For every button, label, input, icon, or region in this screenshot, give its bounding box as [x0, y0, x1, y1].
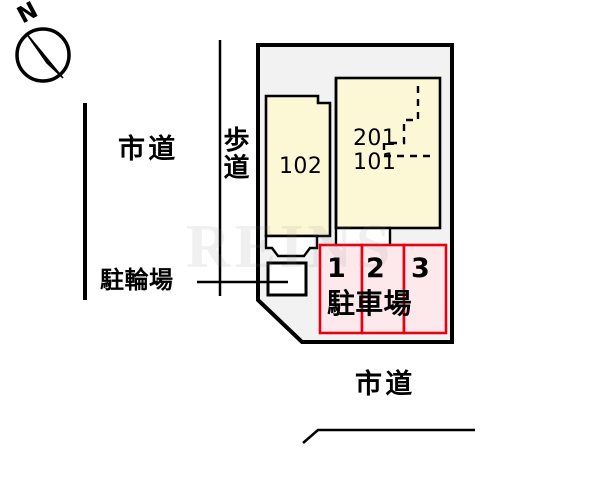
bicycle-parking-box-shape: [266, 261, 308, 297]
south-road-edge-line: [302, 428, 475, 444]
building-unit-101-201-shape: [334, 76, 442, 230]
parking-stall-label-1: 1: [327, 253, 347, 284]
parking-stall-3-shape: [402, 243, 448, 335]
sidewalk-label: 歩道: [219, 126, 249, 182]
parking-lot-label: 駐車場: [327, 287, 412, 320]
compass-needle-icon: [25, 32, 64, 79]
parking-stall-label-2: 2: [366, 253, 386, 284]
parking-stall-2-shape: [360, 243, 406, 335]
south-road-label: 市道: [355, 369, 416, 400]
stair-dashed-outline: [382, 86, 432, 158]
west-road-label: 市道: [118, 134, 179, 165]
bicycle-parking-label: 駐輪場: [100, 266, 174, 294]
unit-label-102: 102: [279, 154, 323, 179]
unit-label-101: 101: [353, 150, 397, 175]
parking-stall-label-3: 3: [411, 253, 431, 284]
entrance-porch-west-shape: [264, 234, 319, 258]
unit-label-201: 201: [353, 126, 397, 151]
